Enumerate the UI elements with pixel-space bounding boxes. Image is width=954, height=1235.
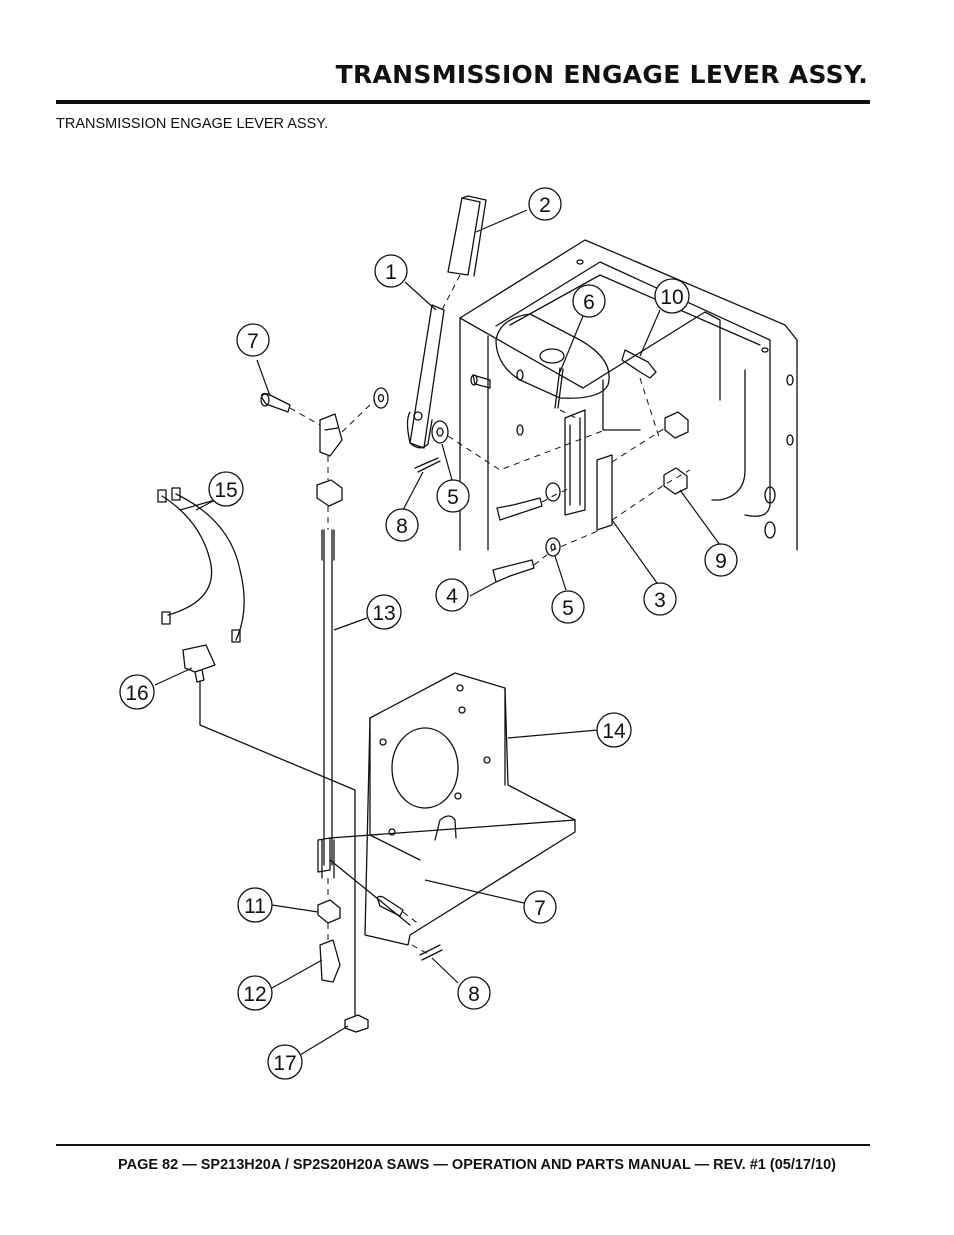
callout-12: 12 (237, 975, 273, 1011)
svg-text:10: 10 (660, 286, 683, 309)
callout-14: 14 (596, 712, 632, 748)
callout-10: 10 (654, 278, 690, 314)
callout-7: 7 (236, 323, 270, 357)
callout-3: 3 (643, 582, 677, 616)
part-3-bracket (564, 409, 586, 516)
callout-9: 9 (704, 543, 738, 577)
footer-rule (56, 1144, 870, 1146)
callout-13: 13 (366, 594, 402, 630)
svg-text:5: 5 (562, 597, 574, 620)
svg-text:8: 8 (396, 515, 408, 538)
svg-text:4: 4 (446, 585, 458, 608)
svg-text:11: 11 (244, 895, 266, 918)
callout-17: 17 (267, 1044, 303, 1080)
part-1-lever (409, 304, 445, 449)
callout-4: 4 (435, 578, 469, 612)
part-14-bracket (364, 672, 576, 946)
callout-11: 11 (237, 887, 273, 923)
svg-text:13: 13 (372, 602, 395, 625)
part-16-switch (182, 644, 216, 673)
callout-7: 7 (523, 890, 557, 924)
gearbox-housing (459, 239, 798, 551)
callout-8: 8 (457, 976, 491, 1010)
svg-text:2: 2 (539, 194, 551, 217)
callout-5: 5 (551, 590, 585, 624)
svg-text:5: 5 (447, 486, 459, 509)
svg-text:12: 12 (243, 983, 266, 1006)
svg-text:14: 14 (602, 720, 626, 743)
svg-text:6: 6 (583, 291, 595, 314)
svg-text:3: 3 (654, 589, 666, 612)
callout-5: 5 (436, 479, 470, 513)
svg-text:7: 7 (534, 897, 546, 920)
callout-1: 1 (374, 254, 408, 288)
header-rule (56, 100, 870, 104)
svg-text:9: 9 (715, 550, 727, 573)
diagram-caption: TRANSMISSION ENGAGE LEVER ASSY. (56, 116, 329, 132)
svg-text:15: 15 (214, 479, 237, 502)
callout-2: 2 (528, 187, 562, 221)
svg-text:7: 7 (247, 330, 259, 353)
part-13-rod (323, 529, 333, 866)
svg-text:1: 1 (385, 261, 397, 284)
page-title: TRANSMISSION ENGAGE LEVER ASSY. (335, 60, 868, 89)
part-2-grip (447, 197, 481, 276)
callout-6: 6 (572, 284, 606, 318)
callout-balloons: 2 1 6 10 7 15 8 5 9 4 5 3 13 16 14 11 7 … (119, 187, 738, 1080)
svg-text:17: 17 (273, 1052, 296, 1075)
callout-16: 16 (119, 674, 155, 710)
svg-text:16: 16 (125, 682, 148, 705)
callout-8: 8 (385, 508, 419, 542)
svg-text:8: 8 (468, 983, 480, 1006)
callout-15: 15 (208, 471, 244, 507)
page-footer: PAGE 82 — SP213H20A / SP2S20H20A SAWS — … (118, 1157, 836, 1173)
